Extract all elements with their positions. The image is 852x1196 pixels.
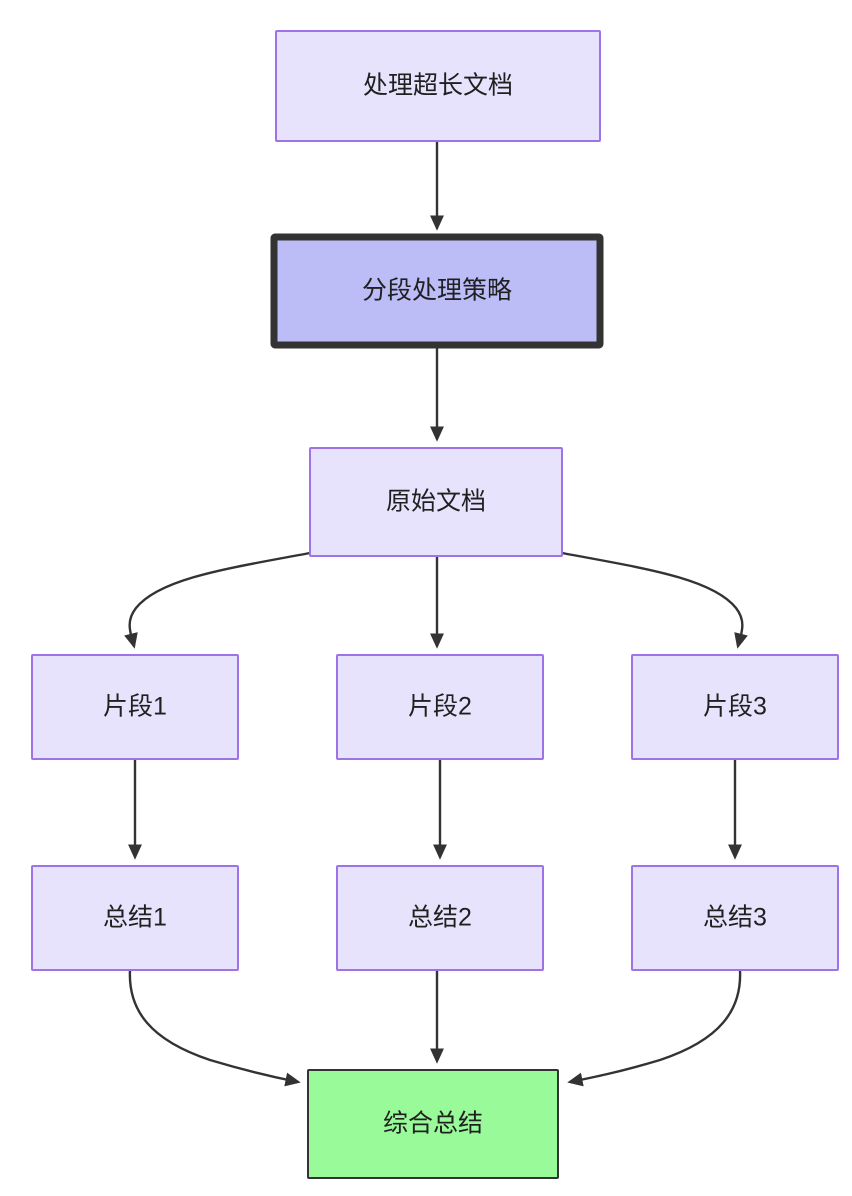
node-label-fragment-2: 片段2 [408, 693, 472, 721]
edge-summary-1-to-final-summary [128, 969, 301, 1087]
node-box-summary-2[interactable] [336, 865, 544, 971]
node-source-doc[interactable]: 原始文档 [309, 447, 563, 557]
node-summary-1[interactable]: 总结1 [31, 865, 239, 971]
node-box-summary-3[interactable] [631, 865, 839, 971]
node-fragment-3[interactable]: 片段3 [631, 654, 839, 760]
node-label-fragment-3: 片段3 [703, 693, 767, 721]
node-box-doc-intake[interactable] [275, 30, 601, 142]
node-box-fragment-2[interactable] [336, 654, 544, 760]
node-chunk-strategy[interactable]: 分段处理策略 [270, 233, 604, 349]
node-final-summary[interactable]: 综合总结 [307, 1069, 559, 1179]
edge-source-doc-to-fragment-1 [124, 551, 311, 649]
node-fragment-1[interactable]: 片段1 [31, 654, 239, 760]
node-summary-3[interactable]: 总结3 [631, 865, 839, 971]
node-label-summary-2: 总结2 [408, 904, 472, 932]
node-label-final-summary: 综合总结 [383, 1110, 483, 1138]
node-label-summary-1: 总结1 [103, 904, 167, 932]
node-fragment-2[interactable]: 片段2 [336, 654, 544, 760]
node-label-fragment-1: 片段1 [103, 693, 167, 721]
node-box-chunk-strategy[interactable] [270, 233, 604, 349]
edge-layer [124, 141, 748, 1087]
node-box-fragment-1[interactable] [31, 654, 239, 760]
node-label-doc-intake: 处理超长文档 [363, 72, 513, 100]
node-summary-2[interactable]: 总结2 [336, 865, 544, 971]
node-label-source-doc: 原始文档 [386, 488, 486, 516]
edge-source-doc-to-fragment-3 [561, 551, 748, 649]
node-box-fragment-3[interactable] [631, 654, 839, 760]
node-doc-intake[interactable]: 处理超长文档 [275, 30, 601, 142]
edge-summary-3-to-final-summary [567, 969, 742, 1087]
node-label-summary-3: 总结3 [703, 904, 767, 932]
node-box-summary-1[interactable] [31, 865, 239, 971]
node-label-chunk-strategy: 分段处理策略 [362, 277, 512, 305]
node-box-final-summary[interactable] [307, 1069, 559, 1179]
node-box-source-doc[interactable] [309, 447, 563, 557]
